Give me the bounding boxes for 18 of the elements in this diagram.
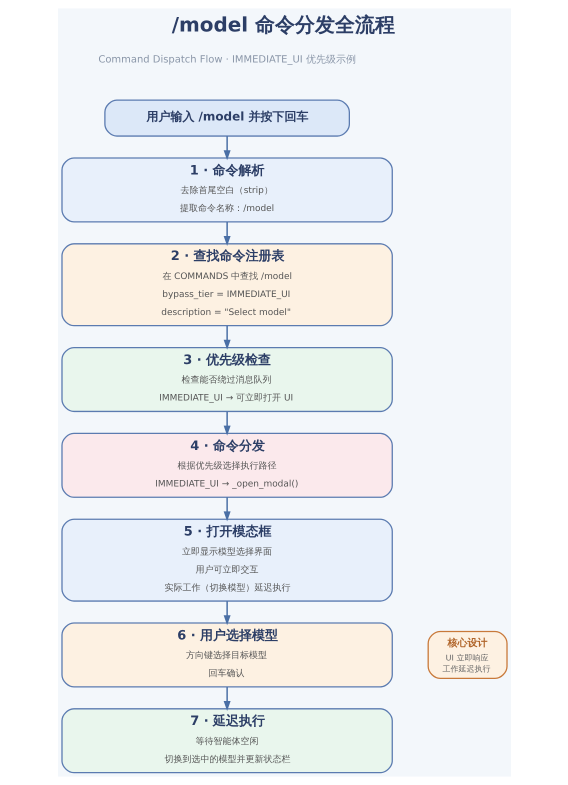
arrow xyxy=(223,326,230,350)
node-box: 2 · 查找命令注册表 在 COMMANDS 中查找 /model bypass_tier = IMMEDIATE_UI description = "Select model" xyxy=(60,243,392,326)
arrow xyxy=(223,412,230,436)
node-box: 1 · 命令解析 去除首尾空白（strip） 提取命令名称：/model xyxy=(60,157,392,223)
arrow xyxy=(223,601,230,626)
node-box: 3 · 优先级检查 检查能否绕过消息队列 IMMEDIATE_UI → 可立即打开 UI xyxy=(60,346,392,412)
arrow xyxy=(223,687,230,712)
diagram-title: /model 命令分发全流程 xyxy=(171,12,395,36)
node-box: 6 · 用户选择模型 方向键选择目标模型 回车确认 xyxy=(60,622,392,688)
node-box: 5 · 打开模态框 立即显示模型选择界面 用户可立即交互 实际工作（切换模型）延迟执行 xyxy=(60,518,392,602)
node-box: 核心设计 UI 立即响应 工作延迟执行 xyxy=(427,630,508,680)
arrow xyxy=(223,498,230,522)
label: Command Dispatch Flow · IMMEDIATE_UI 优先级示例 xyxy=(98,54,356,66)
node-box: 4 · 命令分发 根据优先级选择执行路径 IMMEDIATE_UI → _open_modal() xyxy=(60,432,392,498)
arrow xyxy=(223,222,230,246)
node-box: 7 · 延迟执行 等待智能体空闲 切换到选中的模型并更新状态栏 xyxy=(60,708,392,774)
arrow xyxy=(223,136,230,160)
node-box: 用户输入 /model 并按下回车 xyxy=(104,100,350,137)
